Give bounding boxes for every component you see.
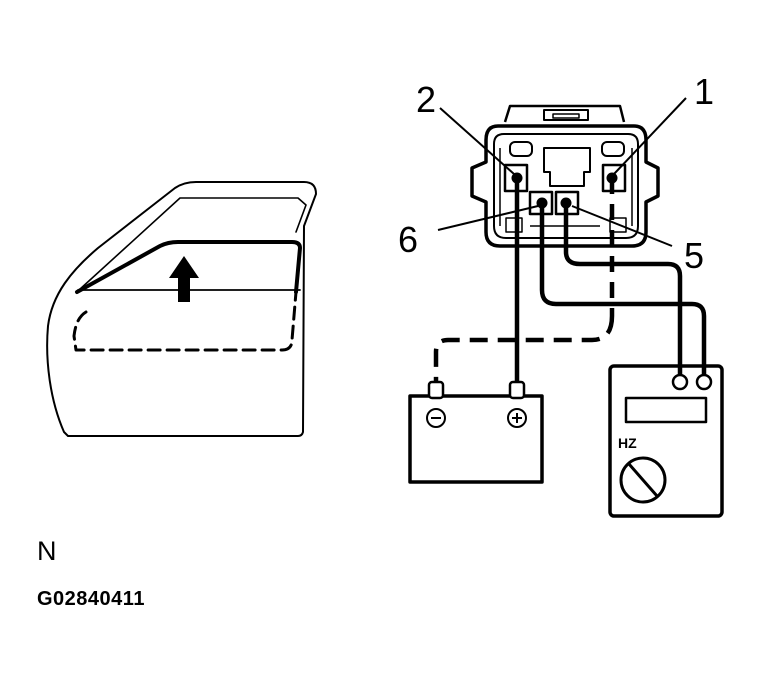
- battery-negative-symbol: [426, 408, 446, 428]
- view-letter: N: [37, 536, 57, 566]
- battery-positive-symbol: [507, 408, 527, 428]
- wires: [433, 178, 707, 384]
- wire-terminal6-tester: [539, 203, 707, 376]
- window-frame: [78, 197, 307, 291]
- window-glass-closed: [75, 240, 302, 294]
- leader-2: [439, 107, 515, 175]
- tester-dial-pointer: [627, 463, 659, 497]
- pin-label-5: 5: [684, 235, 704, 276]
- door-window-icon: [46, 181, 317, 437]
- door-outline: [46, 181, 317, 437]
- pin-label-2: 2: [416, 79, 436, 120]
- leader-5: [571, 205, 673, 247]
- battery-body: [408, 394, 544, 484]
- window-glass-open-dashed: [72, 290, 298, 352]
- connector-latch: [503, 104, 626, 123]
- figure-code: G02840411: [37, 588, 145, 610]
- tester-jack-left: [671, 373, 689, 391]
- connector-body: [470, 124, 660, 248]
- leader-1: [613, 97, 687, 175]
- meter-mode-label: HZ: [618, 435, 637, 451]
- tester-dial: [619, 456, 667, 504]
- pin-label-1: 1: [694, 71, 714, 112]
- tester-body: [608, 364, 724, 518]
- leader-lines: [437, 97, 687, 247]
- tester-jack-right: [695, 373, 713, 391]
- wire-terminal5-tester: [563, 203, 683, 376]
- battery-terminal-positive: [508, 380, 526, 400]
- leader-6: [437, 205, 539, 231]
- tester-display: [624, 396, 708, 424]
- battery-terminal-negative: [427, 380, 445, 400]
- tester-icon: [608, 364, 724, 518]
- wire-terminal1-battery-negative: [433, 315, 615, 384]
- pin-label-6: 6: [398, 219, 418, 260]
- battery-icon: [408, 380, 544, 484]
- up-arrow-icon: [169, 256, 199, 302]
